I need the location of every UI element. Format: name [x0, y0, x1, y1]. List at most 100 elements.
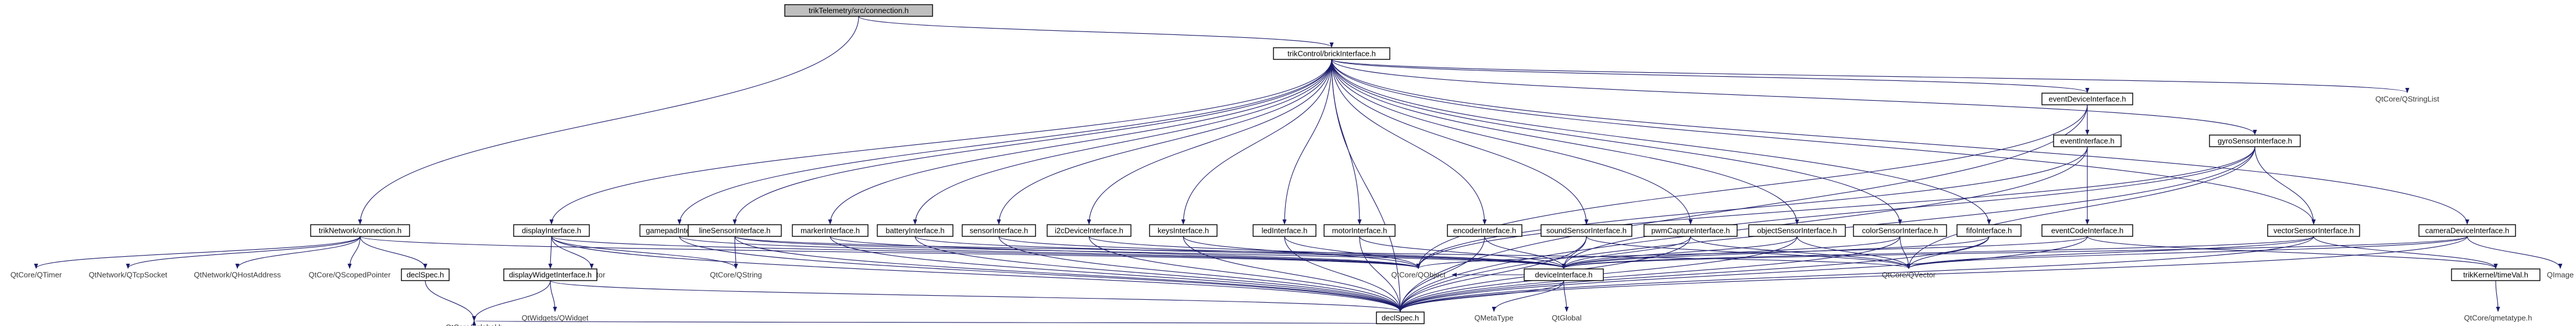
node-label: trikControl/brickInterface.h: [1287, 49, 1376, 58]
edge-display-h-to-qtcore-qobject: [551, 236, 1421, 269]
node-label: gyroSensorInterface.h: [2218, 136, 2292, 145]
edge-trikcontrol-brick-h-to-battery-h: [913, 59, 1332, 225]
edge-eventcode-h-to-trikkernel-timeval-h: [2087, 236, 2498, 269]
node-box: [2041, 224, 2133, 237]
edge-vector-h-to-qtcore-qvector: [1906, 236, 2314, 269]
node-displaywidgetinterface-h[interactable]: displayWidgetInterface.h: [503, 268, 597, 281]
node-qtcore-qmetatype-h: QtCore/qmetatype.h: [2464, 313, 2532, 322]
node-label: sensorInterface.h: [970, 226, 1028, 235]
node-label: ledInterface.h: [1262, 226, 1308, 235]
node-objectsensorinterface-h[interactable]: objectSensorInterface.h: [1748, 224, 1846, 237]
edge-triknetwork-connection-h-to-qtcore-qtimer: [34, 236, 361, 269]
node-label: encoderInterface.h: [1453, 226, 1516, 235]
node-box: [2041, 93, 2133, 105]
edge-camera-h-to-device-h: [1561, 236, 2468, 269]
node-deviceinterface-h[interactable]: deviceInterface.h: [1524, 268, 1604, 281]
node-label: markerInterface.h: [800, 226, 860, 235]
node-label: objectSensorInterface.h: [1757, 226, 1837, 235]
edge-gyro-h-to-device-h: [1561, 146, 2255, 269]
edge-trikcontrol-brick-h-to-keys-h: [1181, 59, 1332, 225]
edge-event-h-to-qtcore-qobject: [1416, 146, 2088, 269]
node-batteryinterface-h[interactable]: batteryInterface.h: [877, 224, 953, 237]
edge-trikkernel-timeval-h-to-qtcore-qmetatype-h: [2495, 280, 2500, 312]
node-qtcore-qstringlist: QtCore/QStringList: [2375, 94, 2439, 103]
edge-trikcontrol-brick-h-to-marker-h: [828, 59, 1332, 225]
node-label: fifoInterface.h: [1966, 226, 2012, 235]
edge-gamepad-h-to-qtcore-qobject: [679, 236, 1421, 269]
node-trikkernel-timeval-h[interactable]: trikKernel/timeVal.h: [2451, 268, 2541, 281]
node-pwmcaptureinterface-h[interactable]: pwmCaptureInterface.h: [1643, 224, 1738, 237]
node-triknetwork-connection-h[interactable]: trikNetwork/connection.h: [310, 224, 410, 237]
node-gyrosensorinterface-h[interactable]: gyroSensorInterface.h: [2209, 134, 2301, 147]
node-cameradeviceinterface-h[interactable]: cameraDeviceInterface.h: [2418, 224, 2516, 237]
node-box: [792, 224, 869, 237]
edge-i2c-h-to-device-h: [1088, 236, 1566, 269]
edge-line-h-to-qtcore-qstring: [734, 236, 738, 269]
edge-displaywidget-h-to-qtwidgets-qwidget: [550, 280, 557, 312]
edge-encoder-h-to-device-h: [1484, 236, 1566, 269]
node-eventdeviceinterface-h[interactable]: eventDeviceInterface.h: [2041, 93, 2133, 105]
edge-color-h-to-declspec-h: [1398, 236, 1901, 312]
edge-trikcontrol-brick-h-to-encoder-h: [1331, 59, 1487, 225]
edge-vector-h-to-trikkernel-timeval-h: [2313, 236, 2498, 269]
node-soundsensorinterface-h[interactable]: soundSensorInterface.h: [1540, 224, 1632, 237]
edge-trikcontrol-brick-h-to-line-h: [732, 59, 1332, 225]
edge-display-h-to-declspec-h: [551, 236, 1403, 312]
node-eventinterface-h[interactable]: eventInterface.h: [2053, 134, 2122, 147]
node-label: QtCore/QVector: [1882, 270, 1936, 279]
edge-gamepad-h-to-declspec-h: [679, 236, 1403, 312]
edge-display-h-to-qtcore-qstring: [551, 236, 738, 269]
edge-color-h-to-device-h: [1561, 236, 1901, 269]
edge-trikcontrol-brick-h-to-declspec-h: [1331, 59, 1403, 312]
node-label: declSpec.h: [1382, 313, 1419, 322]
node-qtnetwork-qtcpsocket: QtNetwork/QTcpSocket: [88, 270, 167, 279]
node-sensorinterface-h[interactable]: sensorInterface.h: [962, 224, 1036, 237]
edge-keys-h-to-declspec-h: [1183, 236, 1403, 312]
edge-triknetwork-connection-h-to-qtcore-qobject: [360, 236, 1420, 269]
node-qimage: QImage: [2547, 270, 2574, 279]
edge-trikcontrol-brick-h-to-pwm-h: [1331, 59, 1693, 225]
node-keysinterface-h[interactable]: keysInterface.h: [1149, 224, 1218, 237]
node-motorinterface-h[interactable]: motorInterface.h: [1323, 224, 1396, 237]
node-box: [688, 224, 782, 237]
edge-sensor-h-to-declspec-h: [998, 236, 1403, 312]
edge-display-h-to-qvector: [551, 236, 594, 269]
node-qtcore-qglobal-h: QtCore/qglobal.h: [446, 323, 503, 326]
node-qtcore-qstring: QtCore/QString: [710, 270, 762, 279]
node-box: [784, 4, 933, 17]
edge-trikcontrol-brick-h-to-eventdevice-h: [1331, 59, 2090, 93]
node-label: vectorSensorInterface.h: [2273, 226, 2354, 235]
node-declspec-h[interactable]: declSpec.h: [401, 268, 450, 281]
node-label: QtCore/QScopedPointer: [309, 270, 392, 279]
node-colorsensorinterface-h[interactable]: colorSensorInterface.h: [1853, 224, 1947, 237]
edge-triknetwork-connection-h-to-qtcore-qscopedpointer: [347, 236, 361, 269]
edge-object-h-to-device-h: [1561, 236, 1798, 269]
node-encoderinterface-h[interactable]: encoderInterface.h: [1447, 224, 1522, 237]
node-eventcodeinterface-h[interactable]: eventCodeInterface.h: [2041, 224, 2133, 237]
node-qtwidgets-qwidget: QtWidgets/QWidget: [522, 313, 589, 322]
edge-layer: [34, 16, 2563, 326]
node-linesensorinterface-h[interactable]: lineSensorInterface.h: [688, 224, 782, 237]
edge-trikcontrol-brick-h-to-i2c-h: [1087, 59, 1332, 225]
node-ledinterface-h[interactable]: ledInterface.h: [1253, 224, 1317, 237]
node-box: [2053, 134, 2122, 147]
node-declspec-h[interactable]: declSpec.h: [1376, 311, 1425, 324]
edge-trikcontrol-brick-h-to-gyro-h: [1331, 59, 2257, 135]
node-label: pwmCaptureInterface.h: [1651, 226, 1730, 235]
node-trikcontrol-brickinterface-h[interactable]: trikControl/brickInterface.h: [1273, 47, 1390, 60]
edge-trikcontrol-brick-h-to-sound-h: [1331, 59, 1589, 225]
node-vectorsensorinterface-h[interactable]: vectorSensorInterface.h: [2267, 224, 2360, 237]
node-box: [1748, 224, 1846, 237]
node-displayinterface-h[interactable]: displayInterface.h: [513, 224, 590, 237]
edge-trikcontrol-brick-h-to-color-h: [1331, 59, 1902, 225]
edge-eventcode-h-to-declspec-h: [1398, 236, 2088, 312]
node-triktelemetry-src-connection-h[interactable]: trikTelemetry/src/connection.h: [784, 4, 933, 17]
node-fifointerface-h[interactable]: fifoInterface.h: [1956, 224, 2022, 237]
node-i2cdeviceinterface-h[interactable]: i2cDeviceInterface.h: [1047, 224, 1132, 237]
node-box: [1524, 268, 1604, 281]
node-label: eventInterface.h: [2060, 136, 2114, 145]
edge-trikcontrol-brick-h-to-object-h: [1331, 59, 1799, 225]
node-label: keysInterface.h: [1158, 226, 1209, 235]
node-markerinterface-h[interactable]: markerInterface.h: [792, 224, 869, 237]
node-label: QtNetwork/QHostAddress: [194, 270, 281, 279]
